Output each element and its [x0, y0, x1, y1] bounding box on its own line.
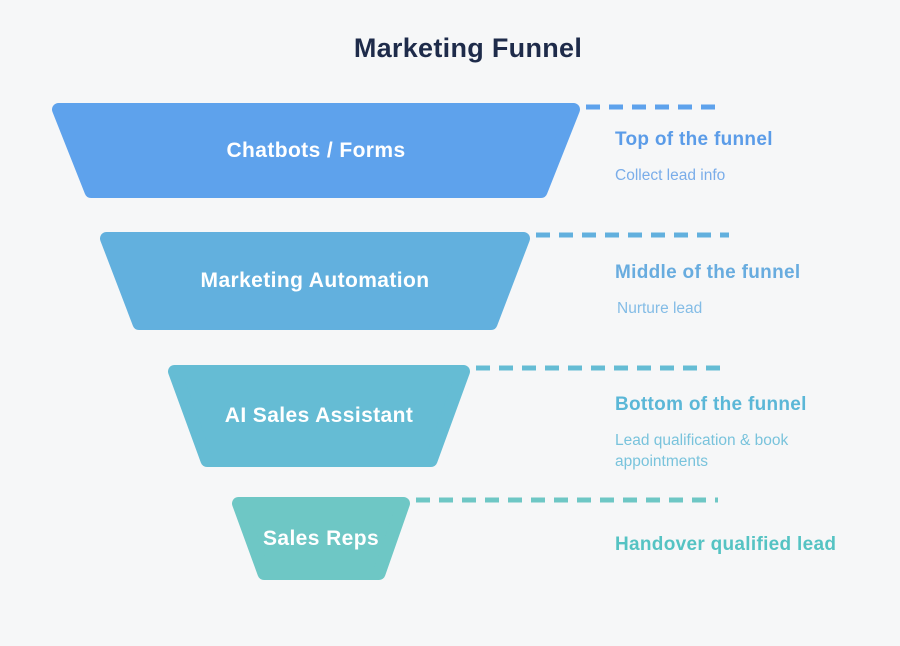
annotation-description: Collect lead info — [615, 167, 726, 184]
annotation-handover: Handover qualified lead — [615, 534, 836, 556]
annotation-heading: Bottom of the funnel — [615, 394, 807, 415]
funnel-stage-2-label: Marketing Automation — [200, 269, 430, 292]
funnel-stage-3-shape — [168, 365, 470, 467]
annotation-heading: Middle of the funnel — [615, 262, 801, 283]
annotation-heading: Handover qualified lead — [615, 534, 837, 555]
funnel-stage-4-shape — [232, 497, 410, 580]
annotation-heading: Top of the funnel — [615, 129, 773, 150]
funnel-stage-2-shape — [100, 232, 530, 330]
funnel-stage-4-label: Sales Reps — [262, 526, 380, 550]
page-title: Marketing Funnel — [353, 33, 583, 63]
funnel-stage-1-shape — [52, 103, 580, 198]
annotation-bottom-of-funnel: Bottom of the funnel Lead qualification … — [615, 394, 845, 472]
funnel-stage-3-label: AI Sales Assistant — [224, 404, 414, 427]
annotation-description: Lead qualification & book appointments — [615, 432, 789, 470]
annotation-middle-of-funnel: Middle of the funnel Nurture lead — [615, 262, 800, 319]
annotation-top-of-funnel: Top of the funnel Collect lead info — [615, 129, 773, 186]
funnel-stage-1-label: Chatbots / Forms — [226, 138, 406, 162]
annotation-description: Nurture lead — [617, 300, 703, 317]
